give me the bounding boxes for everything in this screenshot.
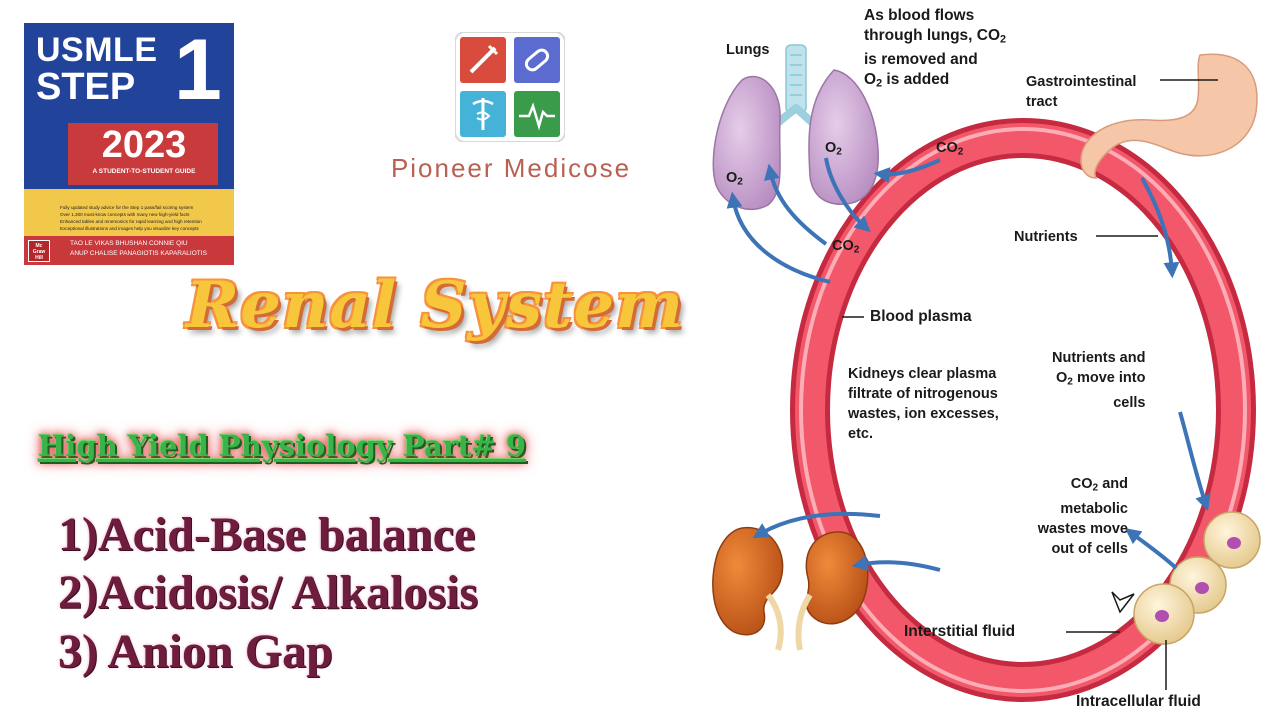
book-title-step: STEP — [36, 66, 136, 108]
arrow-to-kidney-left — [752, 511, 881, 539]
label-kidney-note: Kidneys clear plasma filtrate of nitroge… — [848, 366, 999, 442]
gastrointestinal-tract — [1080, 53, 1258, 179]
pioneer-medicose-logo — [455, 32, 565, 142]
book-bullet: Enhanced tables and mnemonics for rapid … — [60, 219, 202, 224]
label-wastes: CO2 and metabolic wastes move out of cel… — [1037, 476, 1128, 557]
kidney-left — [712, 526, 784, 636]
label-lungs: Lungs — [726, 42, 770, 58]
left-lung — [712, 75, 781, 210]
book-bullet: Exceptional illustrations and images hel… — [60, 226, 199, 231]
book-year-box — [68, 123, 218, 185]
label-o2-left: O2 — [726, 170, 743, 188]
label-o2-right: O2 — [825, 140, 842, 158]
book-authors: TAO LE VIKAS BHUSHAN CONNIE QIU — [70, 240, 188, 247]
arrow-co2-into-ring — [824, 157, 871, 233]
brand-name: Pioneer Medicose — [390, 153, 632, 183]
label-nutrients-o2: Nutrients and O2 move into cells — [1052, 350, 1146, 411]
page-title: Renal System — [186, 268, 684, 343]
arrow-nutrients-down — [1140, 177, 1180, 279]
topic-item: 3) Anion Gap — [58, 625, 333, 678]
arrow-co2-out — [873, 158, 941, 184]
arrow-wastes-from-cells — [1124, 528, 1178, 570]
topic-item: 1)Acid-Base balance — [58, 508, 476, 561]
cells-cluster — [1133, 511, 1261, 645]
book-title-usmle: USMLE — [36, 31, 158, 69]
label-blood-plasma: Blood plasma — [870, 308, 972, 325]
arrow-o2-into-lung — [764, 163, 828, 246]
arrow-to-kidney-right — [851, 555, 941, 572]
arrow-nutrients-to-cells — [1178, 411, 1211, 512]
book-authors: ANUP CHALISE PANAGIOTIS KAPARALIOTIS — [70, 250, 207, 257]
book-step-number: 1 — [174, 23, 222, 118]
pill-icon — [514, 37, 560, 83]
label-intracellular-fluid: Intracellular fluid — [1076, 693, 1201, 710]
label-lung-note: As blood flows through lungs, CO2 is rem… — [864, 7, 1007, 90]
label-co2-top: CO2 — [936, 140, 964, 158]
book-bullet: Over 1,300 must-know concepts with many … — [60, 212, 190, 217]
book-year: 2023 — [101, 124, 187, 166]
topic-item: 2)Acidosis/ Alkalosis — [58, 566, 479, 619]
publisher-logo: Mc Graw Hill — [28, 240, 50, 262]
book-bullet: Fully updated study advice for the Step … — [60, 205, 194, 210]
book-cover: USMLE STEP 1 2023 A STUDENT-TO-STUDENT G… — [24, 23, 234, 265]
book-author-band — [24, 236, 234, 265]
arrow-o2-left — [726, 191, 831, 284]
label-interstitial-fluid: Interstitial fluid — [904, 623, 1016, 640]
heartbeat-icon — [514, 91, 560, 137]
label-gi-tract: Gastrointestinal tract — [1026, 74, 1137, 110]
label-nutrients: Nutrients — [1014, 229, 1078, 245]
subtitle: High Yield Physiology Part# 9 — [38, 429, 527, 463]
book-subtitle: A STUDENT-TO-STUDENT GUIDE — [92, 168, 196, 175]
label-co2-lower: CO2 — [832, 238, 860, 256]
